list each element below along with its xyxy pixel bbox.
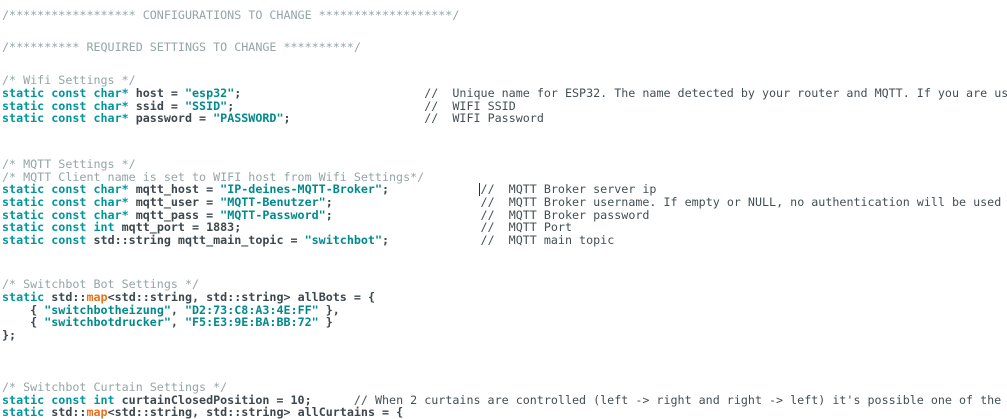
- code-line[interactable]: static const std::string mqtt_main_topic…: [2, 234, 1007, 247]
- code-line[interactable]: /* MQTT Settings */: [2, 158, 1007, 171]
- code-token: "switchbot": [304, 232, 382, 247]
- banner-comment-required-settings: /********** REQUIRED SETTINGS TO CHANGE …: [2, 39, 1007, 54]
- code-token: host =: [128, 86, 185, 101]
- code-token: "F5:E3:9E:BA:BB:72": [184, 315, 319, 330]
- code-token: /****************** CONFIGURATIONS TO CH…: [2, 7, 460, 22]
- code-token: static const int: [2, 220, 115, 235]
- code-line[interactable]: static const char* mqtt_pass = "MQTT-Pas…: [2, 207, 1007, 222]
- code-token: mqtt_user =: [128, 194, 221, 209]
- code-token: [389, 233, 480, 247]
- code-token: mqtt_pass =: [128, 207, 221, 222]
- code-token: std::: [44, 405, 87, 419]
- code-token: ,: [170, 315, 185, 330]
- code-token: static const char*: [2, 111, 129, 126]
- code-line[interactable]: /* MQTT Client name is set to WIFI host …: [2, 169, 1007, 184]
- code-token: /* Wifi Settings */: [2, 73, 136, 88]
- mqtt-settings-block: /* MQTT Settings *//* MQTT Client name i…: [2, 158, 1007, 246]
- code-token: ;: [325, 194, 333, 209]
- code-token: // WIFI SSID: [424, 98, 516, 113]
- code-token: static const char*: [2, 194, 129, 209]
- wifi-settings-block: /* Wifi Settings */static const char* ho…: [2, 74, 1007, 125]
- code-token: mqtt_port = 1883;: [114, 220, 242, 235]
- code-line[interactable]: /* Switchbot Bot Settings */: [2, 278, 1007, 291]
- code-token: curtainClosedPosition = 10;: [114, 392, 312, 407]
- code-token: static: [2, 405, 45, 419]
- switchbot-curtain-settings-block: /* Switchbot Curtain Settings */static c…: [2, 381, 1007, 419]
- code-line[interactable]: { "switchbotdrucker", "F5:E3:9E:BA:BB:72…: [2, 316, 1007, 329]
- code-line[interactable]: static std::map<std::string, std::string…: [2, 406, 1007, 419]
- code-token: }: [318, 315, 333, 330]
- code-token: std::: [44, 290, 87, 305]
- code-token: // WIFI Password: [424, 111, 544, 126]
- code-token: };: [2, 327, 17, 342]
- code-line[interactable]: static const int mqtt_port = 1883; // MQ…: [2, 221, 1007, 234]
- code-token: static: [2, 290, 45, 305]
- code-line[interactable]: /* Switchbot Curtain Settings */: [2, 381, 1007, 394]
- code-token: ;: [325, 207, 333, 222]
- code-token: "MQTT-Password": [220, 207, 326, 222]
- code-token: },: [318, 302, 340, 317]
- code-line[interactable]: static const char* mqtt_user = "MQTT-Ben…: [2, 196, 1007, 209]
- code-token: ;: [283, 111, 291, 126]
- code-line[interactable]: /* Wifi Settings */: [2, 74, 1007, 87]
- code-token: /* MQTT Client name is set to WIFI host …: [2, 169, 425, 184]
- code-token: /* Switchbot Curtain Settings */: [2, 379, 228, 394]
- code-token: static const char*: [2, 98, 129, 113]
- code-token: ssid =: [128, 98, 185, 113]
- code-token: password =: [128, 111, 214, 126]
- code-line[interactable]: /********** REQUIRED SETTINGS TO CHANGE …: [2, 39, 1007, 54]
- code-token: [291, 111, 425, 125]
- code-token: // MQTT Broker password: [480, 207, 650, 222]
- code-token: <std::string, std::string> allBots = {: [107, 290, 375, 305]
- code-token: ;: [234, 86, 242, 101]
- code-token: "switchbotheizung": [44, 302, 171, 317]
- code-line[interactable]: /****************** CONFIGURATIONS TO CH…: [2, 7, 1007, 22]
- code-token: static const: [2, 232, 87, 247]
- code-line[interactable]: static const char* mqtt_host = "IP-deine…: [2, 182, 1007, 197]
- code-token: ,: [170, 302, 185, 317]
- code-line[interactable]: static const char* password = "PASSWORD"…: [2, 112, 1007, 125]
- code-token: "MQTT-Benutzer": [220, 194, 326, 209]
- code-token: // Unique name for ESP32. The name detec…: [424, 86, 1007, 101]
- code-token: /********** REQUIRED SETTINGS TO CHANGE …: [2, 39, 361, 54]
- code-line[interactable]: };: [2, 329, 1007, 342]
- code-token: map: [86, 290, 108, 305]
- code-token: <std::string, std::string> allCurtains =…: [107, 405, 404, 419]
- code-token: // MQTT Port: [480, 220, 572, 235]
- code-token: "PASSWORD": [213, 111, 284, 126]
- code-token: ;: [227, 98, 235, 113]
- code-token: {: [2, 315, 45, 330]
- code-line[interactable]: { "switchbotheizung", "D2:73:C8:A3:4E:FF…: [2, 302, 1007, 317]
- code-token: "SSID": [184, 98, 228, 113]
- code-token: /* Switchbot Bot Settings */: [2, 277, 200, 292]
- code-token: "D2:73:C8:A3:4E:FF": [184, 302, 319, 317]
- code-line[interactable]: static const char* ssid = "SSID"; // WIF…: [2, 98, 1007, 113]
- code-token: std::string mqtt_main_topic =: [86, 232, 305, 247]
- switchbot-bot-settings-block: /* Switchbot Bot Settings */static std::…: [2, 278, 1007, 341]
- code-token: ;: [382, 182, 390, 197]
- code-token: "IP-deines-MQTT-Broker": [220, 182, 382, 197]
- code-token: ;: [382, 232, 390, 247]
- code-token: {: [2, 302, 45, 317]
- code-token: "esp32": [184, 86, 235, 101]
- code-token: // MQTT main topic: [480, 232, 615, 247]
- code-token: // When 2 curtains are controlled (left …: [353, 392, 1007, 407]
- code-token: static const int: [2, 392, 115, 407]
- code-line[interactable]: static std::map<std::string, std::string…: [2, 291, 1007, 304]
- banner-comment-configurations: /****************** CONFIGURATIONS TO CH…: [2, 7, 1007, 22]
- code-token: static const char*: [2, 86, 129, 101]
- code-token: /* MQTT Settings */: [2, 157, 136, 171]
- code-line[interactable]: static const char* host = "esp32"; // Un…: [2, 87, 1007, 100]
- code-line[interactable]: static const int curtainClosedPosition =…: [2, 392, 1007, 407]
- code-token: mqtt_host =: [128, 182, 221, 197]
- code-token: static const char*: [2, 182, 129, 197]
- code-token: map: [86, 405, 108, 419]
- code-token: static const char*: [2, 207, 129, 222]
- code-token: "switchbotdrucker": [44, 315, 171, 330]
- code-token: // MQTT Broker server ip: [480, 182, 657, 197]
- code-token: // MQTT Broker username. If empty or NUL…: [480, 194, 1002, 209]
